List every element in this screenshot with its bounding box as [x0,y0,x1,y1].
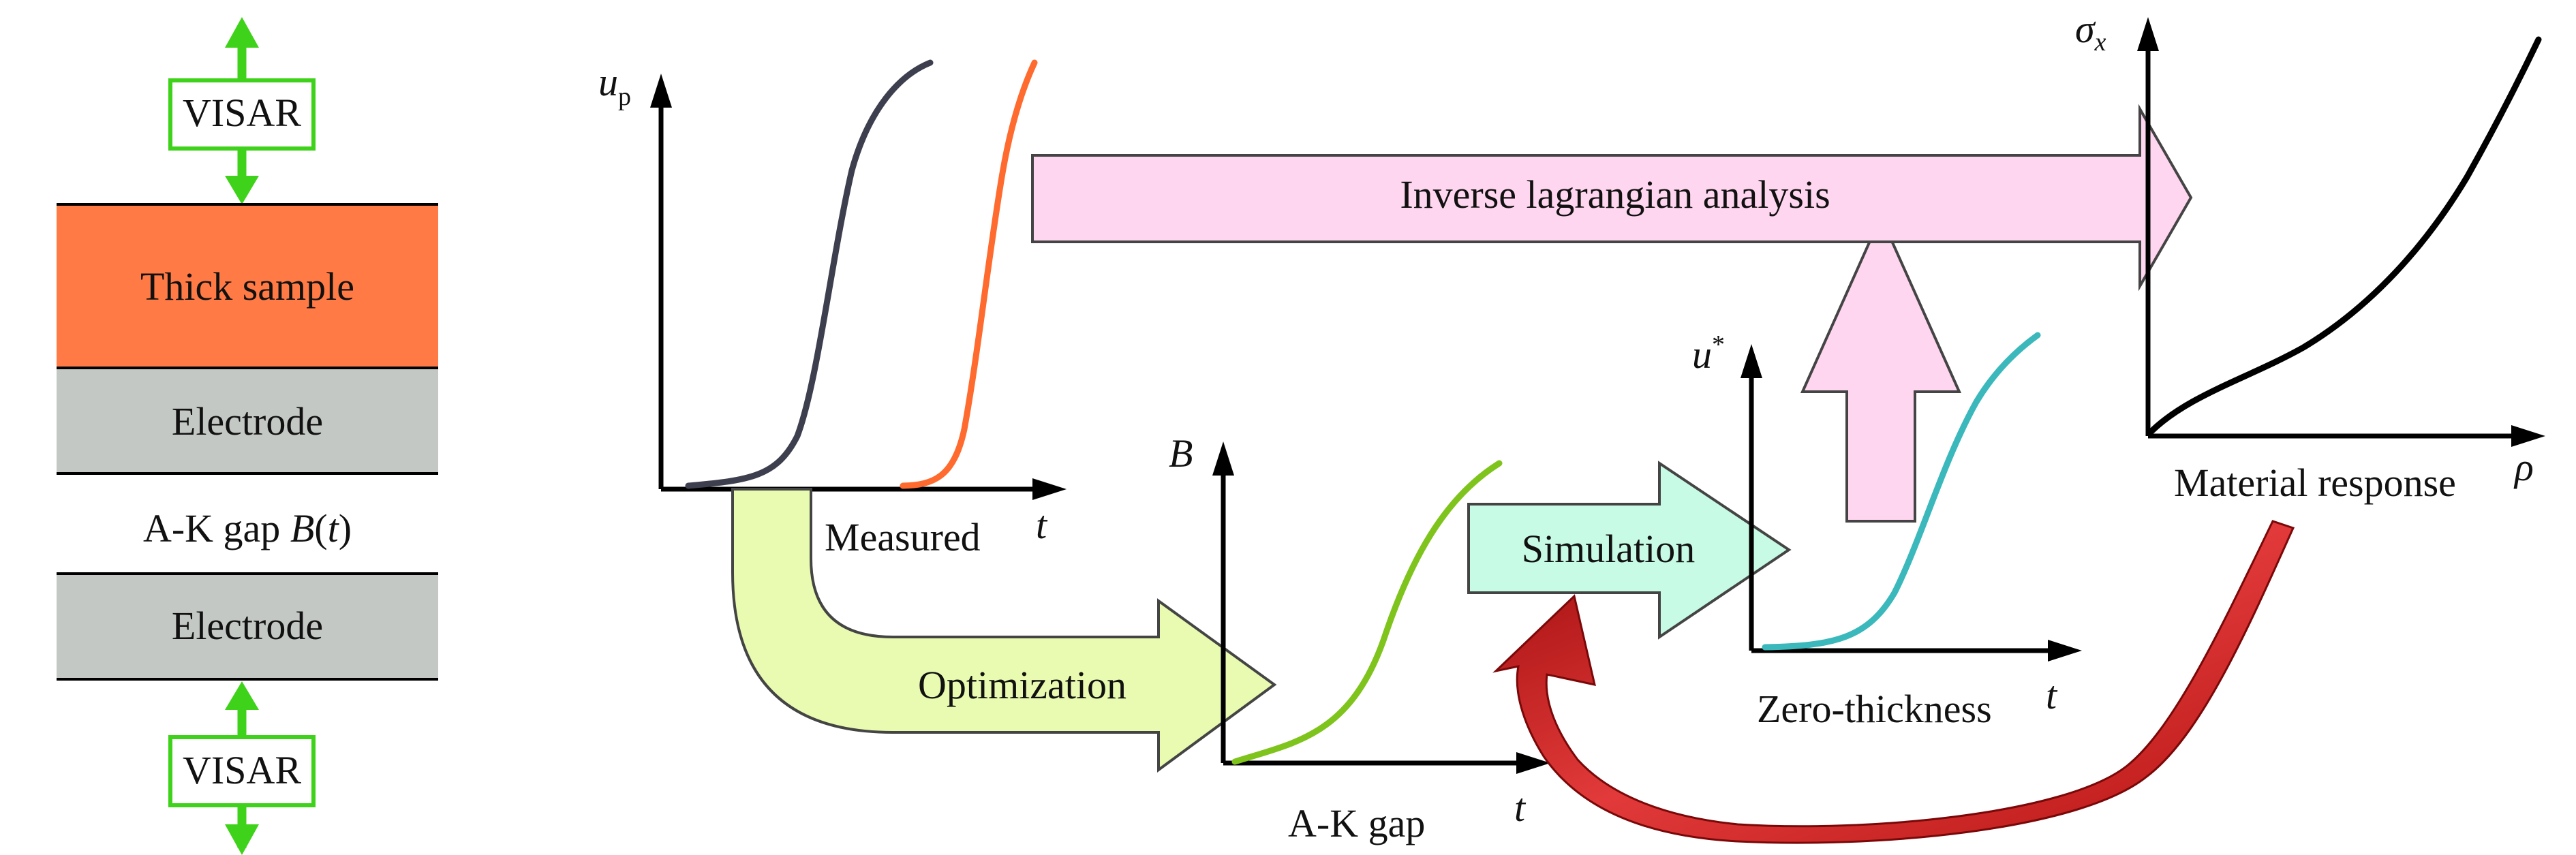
material-x-arrowhead [2511,425,2545,447]
material-panel: σx ρ Material response [2075,7,2545,505]
thick-sample-label: Thick sample [140,264,354,309]
zero-y-label: u* [1692,330,1725,377]
zero-x-arrowhead [2048,640,2082,662]
visar-bottom-box [168,735,316,807]
ak-gap-symbol: B [290,506,314,550]
gap-y-label: B [1169,431,1193,476]
zero-y-symbol: u [1692,332,1712,377]
simulation-arrow [1467,461,1792,640]
visar-bottom-arrowhead-up [225,681,259,710]
upward-arrow [1800,213,1962,523]
ak-gap-close: ) [339,506,352,550]
optimization-label: Optimization [918,663,1126,707]
visar-top-label: VISAR [183,91,301,135]
visar-top-box [168,78,316,151]
measured-y-arrowhead [650,74,672,108]
material-curve [2147,36,2542,436]
ak-gap-open: ( [314,506,327,550]
simulation-label: Simulation [1522,527,1696,571]
thick-sample-layer [57,204,438,368]
zero-x-label: t [2046,673,2058,717]
electrode-bottom-layer [57,574,438,679]
gap-y-arrowhead [1212,441,1234,476]
ak-gap-prefix: A-K gap [143,506,290,550]
material-caption: Material response [2174,461,2456,505]
measured-curve-orange [900,59,1038,489]
electrode-bottom-label: Electrode [172,604,323,648]
visar-bottom-arrowhead-down [225,824,259,855]
inverse-arrow [1031,104,2193,292]
ak-gap-label: A-K gap B(t) [143,506,352,550]
electrode-top-layer [57,368,438,473]
gap-panel: B t A-K gap [1169,431,1550,845]
measured-y-symbol: u [598,60,618,104]
measured-caption: Measured [825,515,981,559]
material-y-arrowhead [2137,17,2159,51]
material-y-symbol: σ [2075,7,2096,51]
visar-top-arrowhead-down [225,176,259,204]
measured-panel: up t Measured [598,59,1067,559]
visar-top-arrowhead-up [225,17,259,48]
measured-y-label: up [598,60,631,111]
measured-x-label: t [1036,503,1048,547]
gap-caption: A-K gap [1288,801,1425,845]
gap-x-label: t [1514,786,1527,830]
gap-curve [1231,460,1503,765]
feedback-arrow [1492,520,2295,844]
material-y-subscript: x [2094,28,2106,57]
optimization-arrow [731,488,1277,773]
inverse-label: Inverse lagrangian analysis [1400,172,1830,217]
visar-bottom-label: VISAR [183,748,301,792]
electrode-top-label: Electrode [172,399,323,444]
ak-gap-var: t [328,506,340,550]
sample-stack: VISAR Thick sample Electrode A-K gap B(t… [57,17,438,855]
material-y-label: σx [2075,7,2106,57]
zero-y-arrowhead [1741,344,1762,378]
measured-curve-dark [685,59,934,489]
material-x-label: ρ [2513,445,2534,489]
zero-panel: u* t Zero-thickness [1692,330,2082,731]
gap-x-arrowhead [1516,752,1550,774]
zero-caption: Zero-thickness [1757,687,1992,731]
zero-curve [1762,332,2041,651]
measured-x-arrowhead [1032,478,1067,500]
measured-y-subscript: p [618,82,631,111]
zero-y-superscript: * [1712,330,1725,359]
